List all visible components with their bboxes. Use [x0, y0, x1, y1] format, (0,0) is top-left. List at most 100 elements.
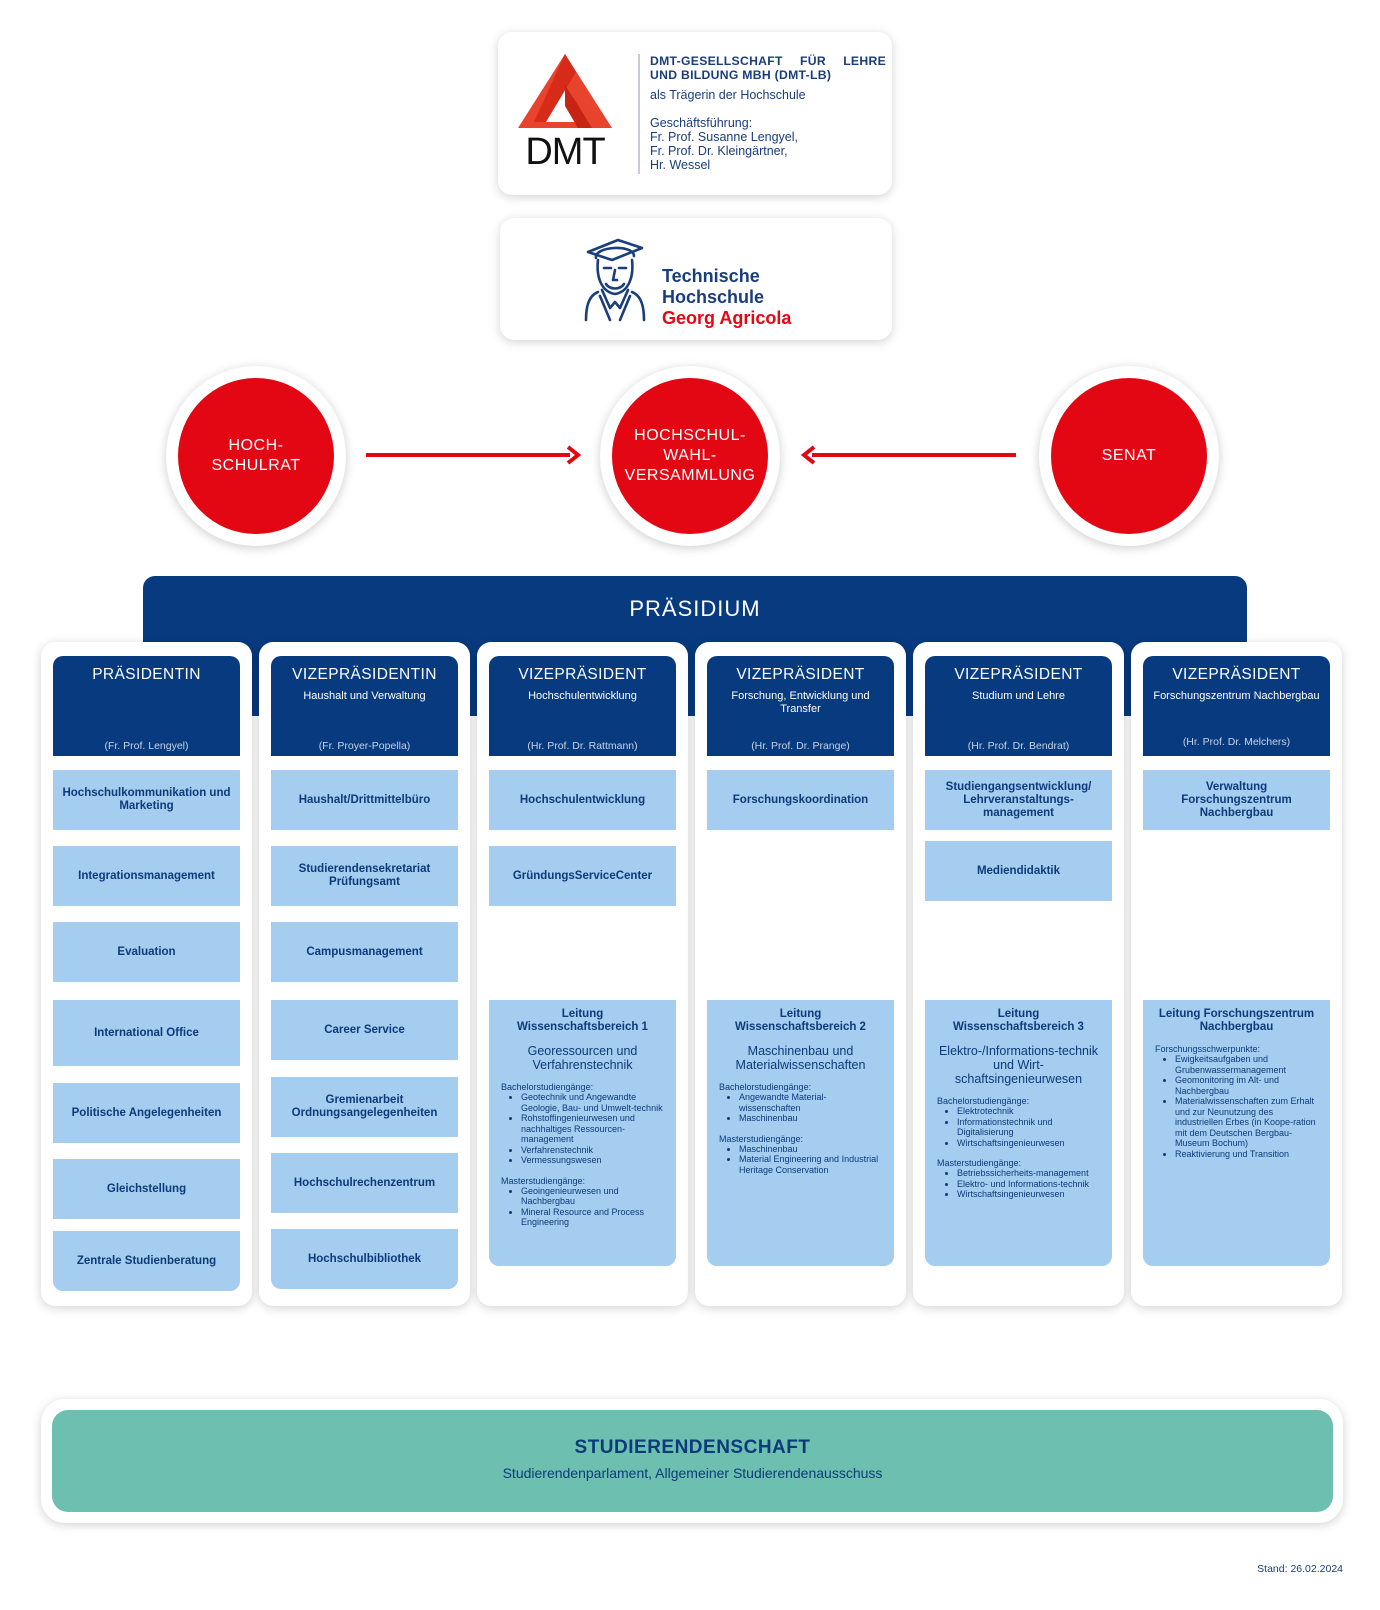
leitung-title: Leitung Wissenschaftsbereich 3 [953, 1008, 1084, 1033]
unit-box: Hochschulkommunikation und Marketing [53, 770, 240, 830]
unit-box: Hochschulentwicklung [489, 770, 676, 830]
program-list: Ewigkeitsaufgaben und Grubenwassermanage… [1155, 1054, 1318, 1159]
leitung-title: Leitung Wissenschaftsbereich 2 [735, 1008, 866, 1033]
program-group-label: Bachelorstudiengänge: [719, 1082, 812, 1092]
dmt-org-line1: DMT-GESELLSCHAFT FÜR LEHRE [650, 54, 886, 68]
column-6: VIZEPRÄSIDENT Forschungszentrum Nachbergb… [1131, 642, 1342, 1306]
thga-line2: Hochschule [662, 287, 765, 307]
unit-box: Verwaltung Forschungszentrum Nachbergbau [1143, 770, 1330, 830]
dmt-logo-icon [518, 54, 612, 128]
hochschulrat-label: HOCH- SCHULRAT [178, 378, 334, 534]
senat-line: SENAT [1101, 447, 1157, 464]
column-2: VIZEPRÄSIDENTIN Haushalt und Verwaltung (F… [259, 642, 470, 1306]
unit-box: Career Service [271, 1000, 458, 1060]
unit-box: Politische Angelegenheiten [53, 1083, 240, 1143]
program-item: Geotechnik und Angewandte Geologie, Bau-… [521, 1092, 664, 1113]
column-header: VIZEPRÄSIDENT Forschungszentrum Nachbergb… [1143, 656, 1330, 756]
dmt-role: als Trägerin der Hochschule [650, 88, 806, 102]
column-person: (Hr. Prof. Dr. Bendrat) [967, 740, 1070, 752]
studierendenschaft-title: STUDIERENDENSCHAFT [574, 1437, 811, 1458]
column-title: VIZEPRÄSIDENT [954, 666, 1083, 683]
dmt-logo-text: DMT [525, 131, 605, 173]
program-group-label: Forschungsschwerpunkte: [1155, 1044, 1261, 1054]
program-item: Maschinenbau [739, 1113, 882, 1124]
wahlversammlung-line: WAHL- [663, 447, 717, 464]
agricola-portrait-icon [584, 238, 646, 322]
program-item: Elektrotechnik [957, 1106, 1100, 1117]
column-person: (Hr. Prof. Dr. Rattmann) [527, 740, 638, 752]
column-subtitle: Hochschulentwicklung [528, 690, 637, 702]
column-title: VIZEPRÄSIDENTIN [292, 666, 437, 683]
unit-box: International Office [53, 1000, 240, 1066]
unit-box: Studiengangsentwicklung/ Lehrveranstaltu… [925, 770, 1112, 830]
program-item: Angewandte Material-wissenschaften [739, 1092, 882, 1113]
leitung-title: Leitung Wissenschaftsbereich 1 [517, 1008, 648, 1033]
program-group-label: Masterstudiengänge: [937, 1158, 1022, 1168]
program-item: Verfahrenstechnik [521, 1145, 664, 1156]
unit-box: Evaluation [53, 922, 240, 982]
dmt-person: Fr. Prof. Susanne Lengyel, [650, 130, 799, 144]
program-group-label: Bachelorstudiengänge: [937, 1096, 1030, 1106]
dmt-person: Fr. Prof. Dr. Kleingärtner, [650, 144, 788, 158]
program-item: Material Engineering and Industrial Heri… [739, 1154, 882, 1175]
column-subtitle: Forschung, Entwicklung und Transfer [731, 690, 870, 715]
column-person: (Fr. Proyer-Popella) [318, 740, 411, 752]
program-item: Geoingenieurwesen und Nachbergbau [521, 1186, 664, 1207]
unit-box: GründungsServiceCenter [489, 846, 676, 906]
senat-label: SENAT [1051, 378, 1207, 534]
hochschulrat-circle: HOCH- SCHULRAT [166, 366, 346, 546]
program-item: Wirtschaftsingenieurwesen [957, 1189, 1100, 1200]
program-list: Angewandte Material-wissenschaftenMaschi… [719, 1092, 882, 1124]
program-list: ElektrotechnikInformationstechnik und Di… [937, 1106, 1100, 1148]
column-subtitle: Forschungszentrum Nachbergbau [1153, 690, 1320, 702]
praesidium-title: PRÄSIDIUM [629, 596, 761, 621]
program-item: Mineral Resource and Process Engineering [521, 1207, 664, 1228]
wahlversammlung-line: VERSAMMLUNG [624, 467, 756, 484]
unit-box: Gremienarbeit Ordnungsangelegenheiten [271, 1077, 458, 1137]
column-person: (Hr. Prof. Dr. Melchers) [1182, 736, 1291, 748]
column-person: (Fr. Prof. Lengyel) [104, 740, 189, 752]
program-list: MaschinenbauMaterial Engineering and Ind… [719, 1144, 882, 1176]
program-group-label: Masterstudiengänge: [719, 1133, 804, 1144]
program-item: Reaktivierung und Transition [1175, 1149, 1318, 1160]
unit-box: Hochschulbibliothek [271, 1229, 458, 1289]
arrowhead-right-icon [566, 445, 582, 465]
dmt-divider [638, 54, 640, 174]
arrow-right-icon [366, 453, 570, 457]
column-1: PRÄSIDENTIN (Fr. Prof. Lengyel) Hochschulk… [41, 642, 252, 1306]
program-item: Informationstechnik und Digitalisierung [957, 1117, 1100, 1138]
unit-box: Haushalt/Drittmittelbüro [271, 770, 458, 830]
program-group-label: Masterstudiengänge: [501, 1175, 586, 1186]
hochschulrat-line: HOCH- [228, 437, 284, 454]
unit-box: Campusmanagement [271, 922, 458, 982]
thga-name: Technische Hochschule Georg Agricola [662, 266, 791, 329]
hochschulrat-line: SCHULRAT [211, 457, 301, 474]
column-person: (Hr. Prof. Dr. Prange) [751, 740, 850, 752]
stand-date: Stand: 26.02.2024 [1257, 1563, 1343, 1575]
column-title: PRÄSIDENTIN [92, 666, 201, 683]
column-header: PRÄSIDENTIN (Fr. Prof. Lengyel) [53, 656, 240, 756]
senat-circle: SENAT [1039, 366, 1219, 546]
program-item: Maschinenbau [739, 1144, 882, 1155]
program-list: Betriebssicherheits-managementElektro- u… [937, 1168, 1100, 1200]
dmt-box: DMT DMT-GESELLSCHAFT FÜR LEHRE UND BILDU… [498, 32, 892, 195]
wahlversammlung-line: HOCHSCHUL- [634, 427, 746, 444]
program-item: Vermessungswesen [521, 1155, 664, 1166]
dmt-gf-label: Geschäftsführung: [650, 116, 753, 130]
dmt-text: DMT-GESELLSCHAFT FÜR LEHRE UND BILDUNG M… [650, 54, 886, 172]
column-header: VIZEPRÄSIDENTIN Haushalt und Verwaltung (F… [271, 656, 458, 756]
unit-box: Forschungskoordination [707, 770, 894, 830]
column-subtitle: Haushalt und Verwaltung [303, 690, 426, 702]
program-item: Elektro- und Informations-technik [957, 1179, 1100, 1190]
program-item: Rohstoffingenieurwesen und nachhaltiges … [521, 1113, 664, 1145]
column-title: VIZEPRÄSIDENT [1172, 666, 1301, 683]
program-group-label: Bachelorstudiengänge: [501, 1082, 594, 1092]
program-item: Betriebssicherheits-management [957, 1168, 1100, 1179]
column-title: VIZEPRÄSIDENT [518, 666, 647, 683]
program-item: Materialwissenschaften zum Erhalt und zu… [1175, 1096, 1318, 1149]
